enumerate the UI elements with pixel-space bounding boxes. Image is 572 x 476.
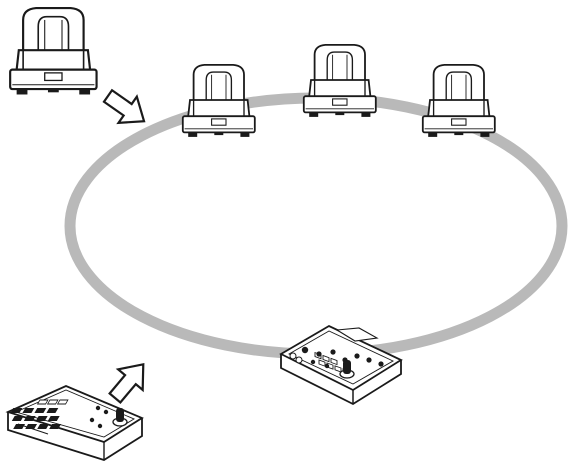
camera-1-icon — [181, 64, 256, 138]
controller-joining-icon — [5, 385, 144, 461]
controller-join-arrow-icon — [101, 352, 157, 410]
camera-3-icon — [421, 64, 496, 138]
camera-2-icon — [302, 44, 377, 118]
camera-joining-icon — [9, 6, 98, 96]
camera-join-arrow-icon — [97, 81, 155, 136]
controller-connected-icon — [280, 325, 402, 405]
